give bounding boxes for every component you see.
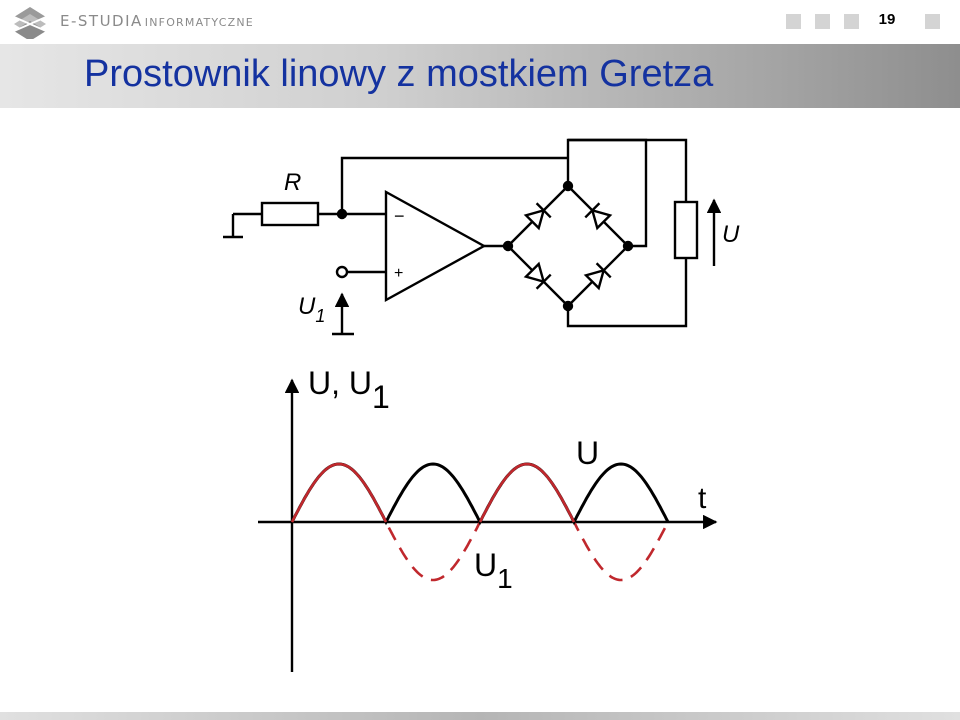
output-voltage-label: U <box>722 221 740 248</box>
nav-square-2[interactable] <box>815 14 830 29</box>
nav-square-3[interactable] <box>844 14 859 29</box>
input-waveform-u1-positive <box>290 462 576 523</box>
voltage-axis-main: U, U <box>308 365 372 401</box>
slide-title: Prostownik linowy z mostkiem Gretza <box>84 53 714 95</box>
footer-bar <box>0 712 960 720</box>
resistor-r <box>260 201 320 227</box>
diode-2 <box>584 202 613 231</box>
output-curve-label: U <box>576 435 599 471</box>
wire-bridge-right <box>566 138 648 248</box>
input-curve-letter: U <box>474 547 497 583</box>
e-studia-logo-icon <box>13 7 47 39</box>
wire-load-bottom <box>566 258 688 328</box>
input-curve-label: U1 <box>474 547 513 594</box>
input-curve-sub: 1 <box>497 563 513 594</box>
voltage-axis-label: U, U1 <box>308 365 390 415</box>
inverting-sign: − <box>394 206 405 226</box>
input-voltage-letter: U <box>298 293 316 320</box>
diode-3 <box>523 261 552 290</box>
page-number: 19 <box>878 11 896 28</box>
circuit <box>223 138 722 336</box>
diode-bridge <box>506 184 630 308</box>
input-voltage-label: U1 <box>298 293 325 326</box>
brand-sub: INFORMATYCZNE <box>144 16 254 29</box>
load-resistor <box>673 200 699 260</box>
noninverting-sign: + <box>394 265 403 282</box>
wire-feedback <box>340 156 568 214</box>
diode-1 <box>523 202 552 231</box>
brand-main: E-STUDIA <box>60 12 143 30</box>
title-band: Prostownik linowy z mostkiem Gretza <box>0 44 960 108</box>
output-waveform-u <box>290 462 670 526</box>
input-terminal <box>335 265 349 279</box>
input-voltage-sub: 1 <box>315 306 325 326</box>
diode-4 <box>583 262 612 291</box>
waveform-plot <box>258 378 718 672</box>
time-axis-label: t <box>698 482 707 515</box>
wire-load-top <box>568 138 688 202</box>
ground-symbol <box>223 214 243 239</box>
resistor-label: R <box>284 169 301 196</box>
nav-square-next[interactable] <box>925 14 940 29</box>
voltage-axis-sub: 1 <box>372 379 390 415</box>
op-amp <box>384 189 487 303</box>
nav-square-1[interactable] <box>786 14 801 29</box>
